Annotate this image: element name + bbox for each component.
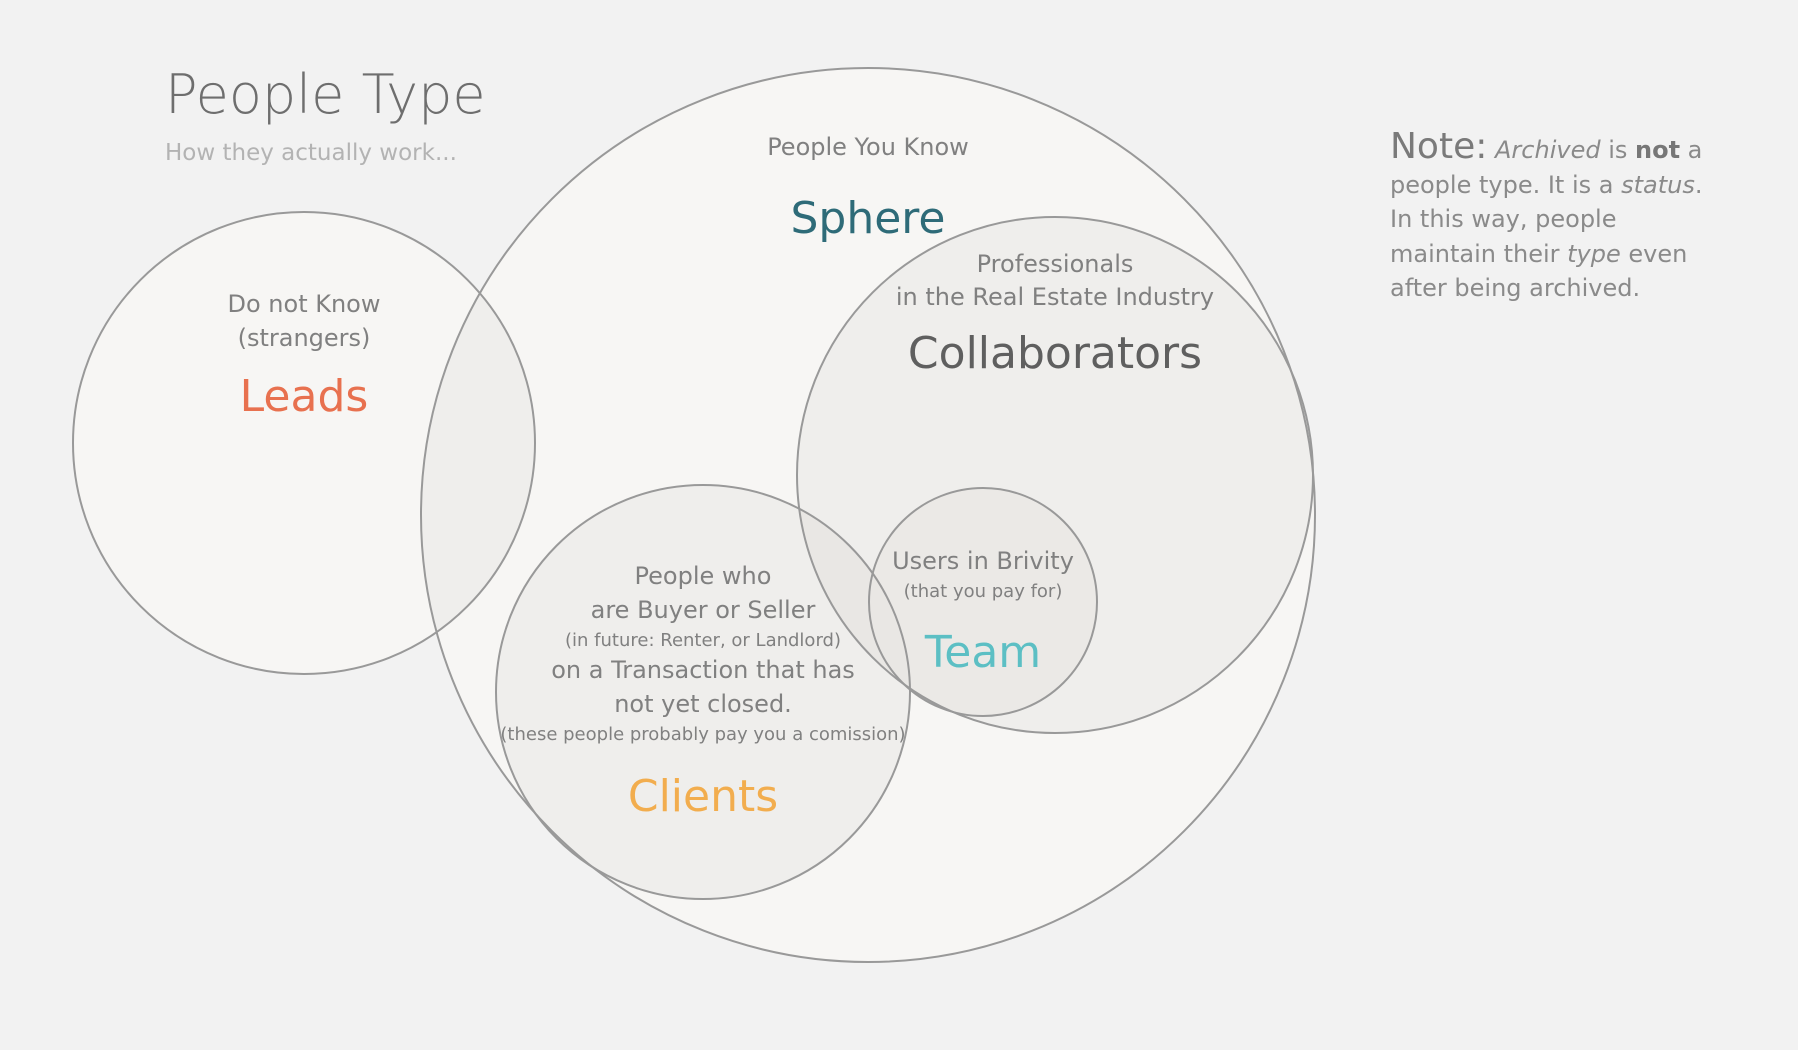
leads-outline: [72, 211, 536, 675]
team-caption: Users in Brivity: [892, 547, 1074, 575]
page-title: People Type: [165, 63, 486, 126]
clients-label: Clients: [628, 771, 778, 822]
clients-circle: [496, 485, 910, 899]
note-archived: Archived: [1495, 136, 1601, 164]
sphere-outline: [420, 67, 1316, 963]
note-heading: Note:: [1390, 126, 1488, 167]
team-outline: [868, 487, 1098, 717]
collaborators-label: Collaborators: [908, 328, 1202, 379]
clients-text-line4: on a Transaction that has: [551, 656, 855, 684]
note-text-3: . In this way, people maintain their: [1390, 170, 1703, 268]
note-text-1: is: [1600, 136, 1635, 164]
leads-caption-line2: (strangers): [238, 324, 371, 352]
clients-outline: [495, 484, 911, 900]
sphere-label: Sphere: [790, 193, 945, 244]
leads-label: Leads: [240, 371, 369, 422]
clients-text-line5: not yet closed.: [614, 690, 792, 718]
team-label: Team: [924, 627, 1041, 678]
note-status: status: [1621, 170, 1695, 199]
team-subcaption: (that you pay for): [904, 581, 1063, 602]
note-not: not: [1635, 136, 1681, 164]
note-text-2: a people type. It is a: [1390, 136, 1703, 199]
note-type: type: [1567, 239, 1621, 268]
clients-text-line6: (these people probably pay you a comissi…: [500, 724, 905, 745]
collaborators-caption-line1: Professionals: [977, 250, 1134, 278]
clients-text-line2: are Buyer or Seller: [591, 596, 816, 624]
sphere-caption: People You Know: [767, 133, 969, 161]
page-subtitle: How they actually work...: [165, 140, 457, 166]
collaborators-outline: [796, 216, 1314, 734]
note-text-4: even after being archived.: [1390, 239, 1688, 303]
clients-text-line3: (in future: Renter, or Landlord): [565, 630, 841, 651]
collaborators-caption-line2: in the Real Estate Industry: [896, 283, 1214, 311]
note-paragraph: Note: Archived is not a people type. It …: [1390, 129, 1720, 306]
team-circle: [869, 488, 1097, 716]
leads-caption-line1: Do not Know: [228, 290, 381, 318]
leads-circle: [73, 212, 535, 674]
clients-text-line1: People who: [635, 562, 772, 590]
